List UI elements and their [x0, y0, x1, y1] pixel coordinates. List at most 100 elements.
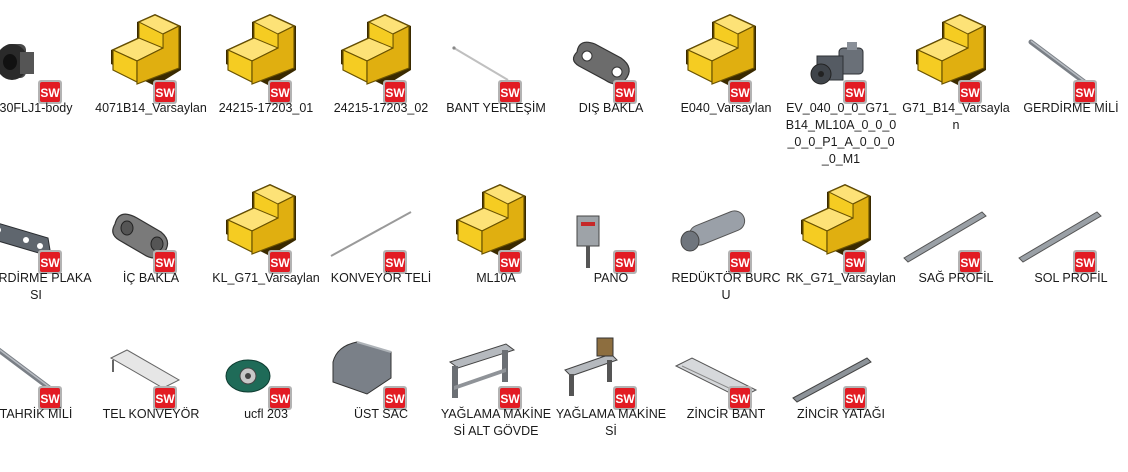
file-label: 24215-17203_01	[218, 101, 314, 115]
step-block-icon	[111, 14, 181, 86]
solidworks-badge-icon: SW	[843, 386, 867, 410]
file-label: REDÜKTÖR BURCU	[671, 271, 781, 302]
lube-frame-icon	[448, 343, 516, 398]
file-thumbnail: SW	[212, 178, 320, 274]
cover-sheet-icon	[332, 341, 392, 395]
shaft-icon	[1028, 39, 1090, 87]
file-thumbnail: SW	[1017, 178, 1125, 274]
file-label: TAHRİK MİLİ	[0, 407, 73, 421]
solidworks-badge-icon: SW	[728, 250, 752, 274]
file-thumbnail: SW	[327, 178, 435, 274]
solidworks-badge-icon: SW	[153, 386, 177, 410]
file-label: PANO	[593, 271, 629, 285]
solidworks-badge-icon: SW	[843, 80, 867, 104]
file-label: 24215-17203_02	[333, 101, 429, 115]
solidworks-badge-icon: SW	[498, 386, 522, 410]
file-thumbnail: SW	[212, 314, 320, 410]
file-label: YAĞLAMA MAKİNESİ	[555, 407, 667, 438]
file-thumbnail: SW	[902, 178, 1010, 274]
svg-text:SW: SW	[845, 86, 865, 100]
file-thumbnail: SW	[902, 8, 1010, 104]
chain-bed-icon	[792, 357, 872, 403]
solidworks-badge-icon: SW	[613, 250, 637, 274]
solidworks-badge-icon: SW	[958, 250, 982, 274]
file-thumbnail: SW	[672, 178, 780, 274]
solidworks-badge-icon: SW	[383, 250, 407, 274]
file-thumbnail: SW	[97, 314, 205, 410]
svg-text:SW: SW	[40, 256, 60, 270]
svg-text:SW: SW	[500, 256, 520, 270]
solidworks-badge-icon: SW	[153, 250, 177, 274]
solidworks-badge-icon: SW	[153, 80, 177, 104]
solidworks-badge-icon: SW	[38, 80, 62, 104]
svg-text:SW: SW	[615, 86, 635, 100]
svg-text:SW: SW	[1075, 86, 1095, 100]
step-block-icon	[226, 184, 296, 256]
file-label: DIŞ BAKLA	[578, 101, 644, 115]
file-thumbnail: SW	[97, 178, 205, 274]
svg-text:SW: SW	[960, 86, 980, 100]
file-thumbnail: SW	[97, 8, 205, 104]
file-thumbnail: SW	[0, 178, 90, 274]
bushing-tube-icon	[680, 210, 746, 252]
solidworks-badge-icon: SW	[728, 80, 752, 104]
file-thumbnail: SW	[787, 314, 895, 410]
solidworks-badge-icon: SW	[958, 80, 982, 104]
file-thumbnail: SW	[1017, 8, 1125, 104]
svg-text:SW: SW	[730, 256, 750, 270]
file-thumbnail: SW	[672, 8, 780, 104]
file-label: KONVEYÖR TELİ	[330, 271, 432, 285]
gear-motor-icon	[810, 42, 864, 85]
svg-text:SW: SW	[1075, 256, 1095, 270]
shaft-icon	[0, 347, 55, 393]
file-thumbnail: SW	[787, 8, 895, 104]
svg-text:SW: SW	[270, 86, 290, 100]
svg-text:SW: SW	[155, 392, 175, 406]
solidworks-badge-icon: SW	[843, 250, 867, 274]
solidworks-badge-icon: SW	[498, 250, 522, 274]
thin-rod-icon	[452, 46, 509, 81]
svg-text:SW: SW	[385, 86, 405, 100]
file-label: SOL PROFİL	[1034, 271, 1108, 285]
solidworks-badge-icon: SW	[38, 386, 62, 410]
solidworks-badge-icon: SW	[268, 386, 292, 410]
svg-text:SW: SW	[385, 256, 405, 270]
file-label: 4071B14_Varsaylan	[95, 101, 207, 115]
file-label: EV_040_0_0_G71_B14_ML10A_0_0_0_0_0_P1_A_…	[785, 101, 897, 166]
step-block-icon	[226, 14, 296, 86]
file-label: BANT YERLEŞİM	[446, 101, 546, 115]
svg-text:SW: SW	[730, 86, 750, 100]
file-label: ML10A	[476, 271, 516, 285]
solidworks-badge-icon: SW	[268, 80, 292, 104]
solidworks-badge-icon: SW	[383, 386, 407, 410]
solidworks-badge-icon: SW	[498, 80, 522, 104]
